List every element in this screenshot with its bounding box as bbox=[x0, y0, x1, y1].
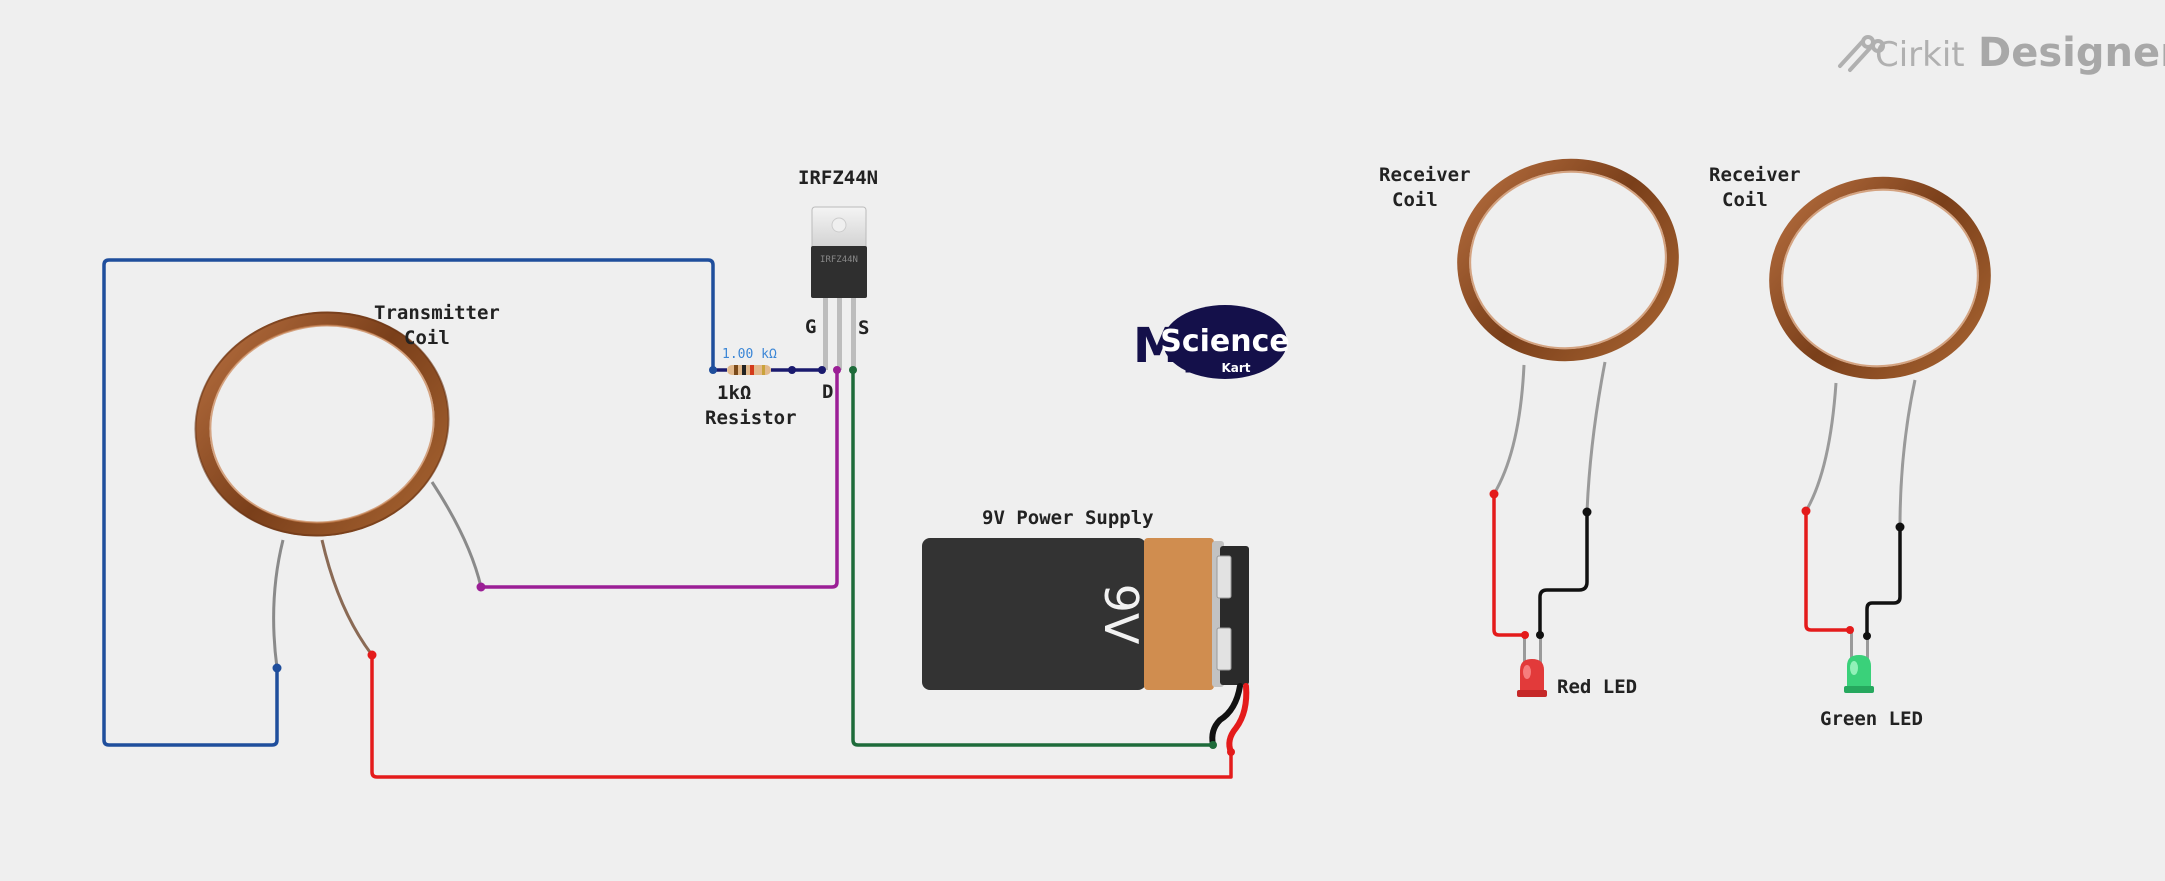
mosfet-pin-d-label: D bbox=[822, 381, 833, 403]
logo-prefix: Cirkit bbox=[1875, 35, 1965, 75]
terminal-dot[interactable] bbox=[1209, 741, 1217, 749]
battery-text: 9V bbox=[1094, 584, 1148, 645]
green-led[interactable] bbox=[1844, 626, 1874, 693]
terminal-dot[interactable] bbox=[476, 582, 486, 592]
green-led-label: Green LED bbox=[1820, 708, 1923, 730]
wire-green[interactable] bbox=[851, 370, 1213, 747]
terminal-dot[interactable] bbox=[1863, 632, 1871, 640]
wire-purple[interactable] bbox=[481, 370, 839, 589]
coil-lead bbox=[1585, 361, 1607, 513]
transmitter-coil[interactable] bbox=[178, 293, 486, 673]
receiver-coil-2[interactable] bbox=[1763, 169, 1997, 532]
terminal-dot[interactable] bbox=[272, 663, 282, 673]
wire-green-led-cathode[interactable] bbox=[1865, 527, 1902, 636]
battery-black-lead bbox=[1209, 683, 1243, 748]
coil-lead bbox=[430, 481, 483, 588]
receiver-coil-2-label: Receiver bbox=[1709, 164, 1801, 186]
wires bbox=[102, 258, 1902, 779]
cirkit-designer-logo: Cirkit Designer bbox=[1838, 30, 2165, 76]
wire-blue[interactable] bbox=[102, 258, 715, 747]
coil-lead bbox=[320, 539, 374, 656]
mosfet-irfz44n[interactable]: IRFZ44N bbox=[811, 206, 867, 374]
mosfet-marking: IRFZ44N bbox=[820, 255, 858, 265]
cirkit-logo-icon bbox=[1838, 35, 1885, 72]
watermark-science: Science bbox=[1160, 324, 1290, 359]
coil-lead bbox=[1898, 379, 1917, 528]
coil-lead bbox=[1804, 382, 1838, 512]
mosfet-label: IRFZ44N bbox=[798, 167, 878, 189]
source-pin[interactable] bbox=[849, 366, 857, 374]
receiver-coil-1[interactable] bbox=[1451, 151, 1685, 517]
coil-lead bbox=[1492, 364, 1526, 495]
red-led-label: Red LED bbox=[1557, 676, 1637, 698]
resistor-label: 1kΩ bbox=[717, 382, 751, 404]
terminal-dot[interactable] bbox=[367, 650, 377, 660]
terminal-dot[interactable] bbox=[1846, 626, 1854, 634]
terminal-dot[interactable] bbox=[1536, 631, 1544, 639]
terminal-dot[interactable] bbox=[1489, 489, 1499, 499]
resistor[interactable] bbox=[709, 365, 796, 375]
terminal-dot[interactable] bbox=[1227, 748, 1235, 756]
terminal-dot[interactable] bbox=[1895, 522, 1905, 532]
receiver-coil-1-label: Coil bbox=[1392, 189, 1438, 211]
mosfet-pin-g-label: G bbox=[805, 316, 816, 338]
wire-red-led-cathode[interactable] bbox=[1538, 512, 1589, 635]
receiver-coil-1-label: Receiver bbox=[1379, 164, 1471, 186]
battery-red-lead bbox=[1226, 683, 1250, 755]
battery-label: 9V Power Supply bbox=[982, 507, 1154, 529]
terminal-dot[interactable] bbox=[1521, 631, 1529, 639]
terminal-dot[interactable] bbox=[709, 366, 717, 374]
resistor-label: Resistor bbox=[705, 407, 797, 429]
battery-9v[interactable]: 9V bbox=[922, 538, 1250, 756]
wire-red-led-anode[interactable] bbox=[1492, 494, 1525, 637]
logo-name: Designer bbox=[1978, 30, 2165, 76]
mosfet-pin-s-label: S bbox=[858, 317, 869, 339]
terminal-dot[interactable] bbox=[1801, 506, 1811, 516]
wire-red[interactable] bbox=[370, 655, 1233, 779]
receiver-coil-2-label: Coil bbox=[1722, 189, 1768, 211]
resistor-value-tag: 1.00 kΩ bbox=[722, 347, 777, 362]
terminal-dot[interactable] bbox=[1582, 507, 1592, 517]
transmitter-coil-label: Coil bbox=[404, 327, 450, 349]
gate-pin[interactable] bbox=[818, 366, 826, 374]
coil-lead bbox=[272, 539, 285, 669]
transmitter-coil-label: Transmitter bbox=[374, 302, 500, 324]
wire-green-led-anode[interactable] bbox=[1804, 511, 1850, 632]
red-led[interactable] bbox=[1517, 631, 1547, 697]
watermark-kart: Kart bbox=[1221, 361, 1250, 375]
terminal-dot[interactable] bbox=[788, 366, 796, 374]
drain-pin[interactable] bbox=[833, 366, 841, 374]
my-science-kart-watermark: My Science Kart bbox=[1133, 305, 1290, 379]
